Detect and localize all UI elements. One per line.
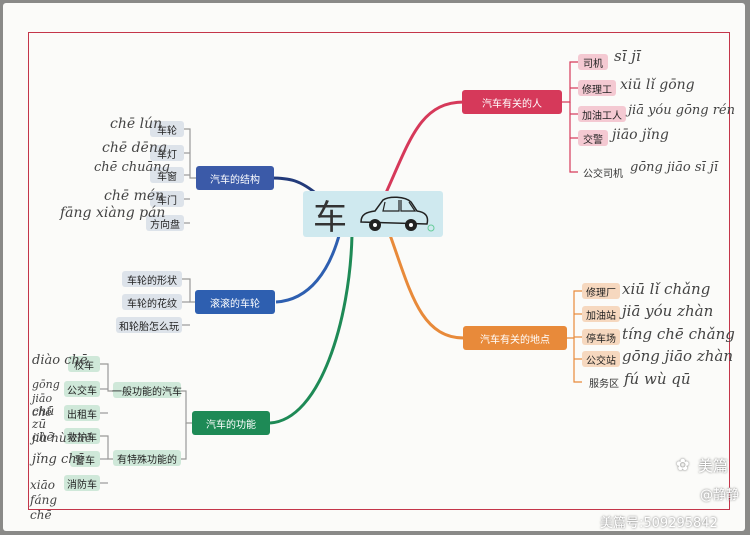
- pinyin-people-2: jiā yóu gōng rén: [628, 103, 736, 118]
- pinyin-people-0: sī jī: [614, 47, 641, 65]
- pinyin-structure-0: chē lún: [110, 116, 163, 132]
- pinyin-structure-4: fāng xiàng pán: [60, 205, 166, 221]
- pinyin-structure-1: chē dēng: [102, 140, 167, 156]
- watermark-user: @静静: [700, 488, 740, 503]
- pinyin-places-0: xiū lǐ chǎng: [622, 280, 711, 298]
- pinyin-structure-3: chē mén: [104, 188, 165, 204]
- functions-general-2: 出租车: [64, 405, 100, 421]
- people-item-2: 加油工人: [578, 106, 626, 122]
- functions-node: 汽车的功能: [192, 411, 270, 435]
- wheels-item-2: 和轮胎怎么玩: [116, 317, 182, 333]
- pinyin-places-1: jiā yóu zhàn: [622, 302, 714, 320]
- wheels-item-1: 车轮的花纹: [122, 294, 182, 310]
- paper-sheet: [3, 3, 745, 531]
- structure-item-1: 车灯: [150, 145, 184, 161]
- pinyin-places-4: fú wù qū: [624, 370, 691, 388]
- pinyin-places-2: tíng chē chǎng: [622, 325, 735, 343]
- structure-item-4: 方向盘: [146, 215, 184, 231]
- meipian-logo-icon: ✿: [676, 455, 690, 474]
- places-item-2: 停车场: [582, 329, 620, 345]
- functions-special-2: 消防车: [64, 475, 100, 491]
- structure-item-0: 车轮: [150, 121, 184, 137]
- structure-item-3: 车门: [150, 191, 184, 207]
- pinyin-functions-4: jǐng chē: [32, 452, 85, 467]
- watermark-id: 美篇号:509295842: [600, 516, 718, 531]
- pinyin-people-1: xiū lǐ gōng: [620, 77, 695, 93]
- people-item-4: 公交司机: [583, 168, 623, 180]
- people-item-1: 修理工: [578, 80, 616, 96]
- structure-item-2: 车窗: [150, 167, 184, 183]
- pinyin-functions-1: gōng jiāo chē: [32, 378, 60, 419]
- center-label: 车: [313, 197, 347, 238]
- places-item-4: 服务区: [589, 378, 619, 390]
- pinyin-functions-3: jiù hù chē: [32, 431, 92, 445]
- pinyin-functions-2: chū zū chē: [32, 404, 55, 444]
- wheels-item-0: 车轮的形状: [122, 271, 182, 287]
- functions-special-0: 救护车: [64, 428, 100, 444]
- functions-general-0: 校车: [68, 356, 100, 372]
- people-node: 汽车有关的人: [462, 90, 562, 114]
- functions-special: 有特殊功能的: [113, 450, 181, 466]
- places-node: 汽车有关的地点: [463, 326, 567, 350]
- people-item-0: 司机: [578, 54, 608, 70]
- pinyin-functions-0: diào chē: [32, 353, 88, 368]
- car-icon: [360, 196, 435, 232]
- wheels-node: 滚滚的车轮: [195, 290, 275, 314]
- structure-node: 汽车的结构: [196, 166, 274, 190]
- places-item-1: 加油站: [582, 306, 620, 322]
- pinyin-places-3: gōng jiāo zhàn: [622, 347, 734, 365]
- pinyin-functions-5: xiāo fáng chē: [30, 478, 58, 522]
- functions-general-1: 公交车: [64, 381, 100, 397]
- pinyin-structure-2: chē chuāng: [94, 160, 170, 175]
- places-item-0: 修理厂: [582, 283, 620, 299]
- watermark-brand: 美篇: [698, 457, 729, 475]
- page-frame: [28, 32, 730, 510]
- center-node: 车: [303, 191, 443, 238]
- pinyin-people-3: jiāo jǐng: [612, 127, 669, 143]
- functions-general: 一般功能的汽车: [112, 382, 182, 398]
- places-item-3: 公交站: [582, 351, 620, 367]
- people-item-3: 交警: [578, 130, 608, 146]
- functions-special-1: 警车: [70, 451, 100, 467]
- pinyin-people-4: gōng jiāo sī jī: [630, 160, 719, 175]
